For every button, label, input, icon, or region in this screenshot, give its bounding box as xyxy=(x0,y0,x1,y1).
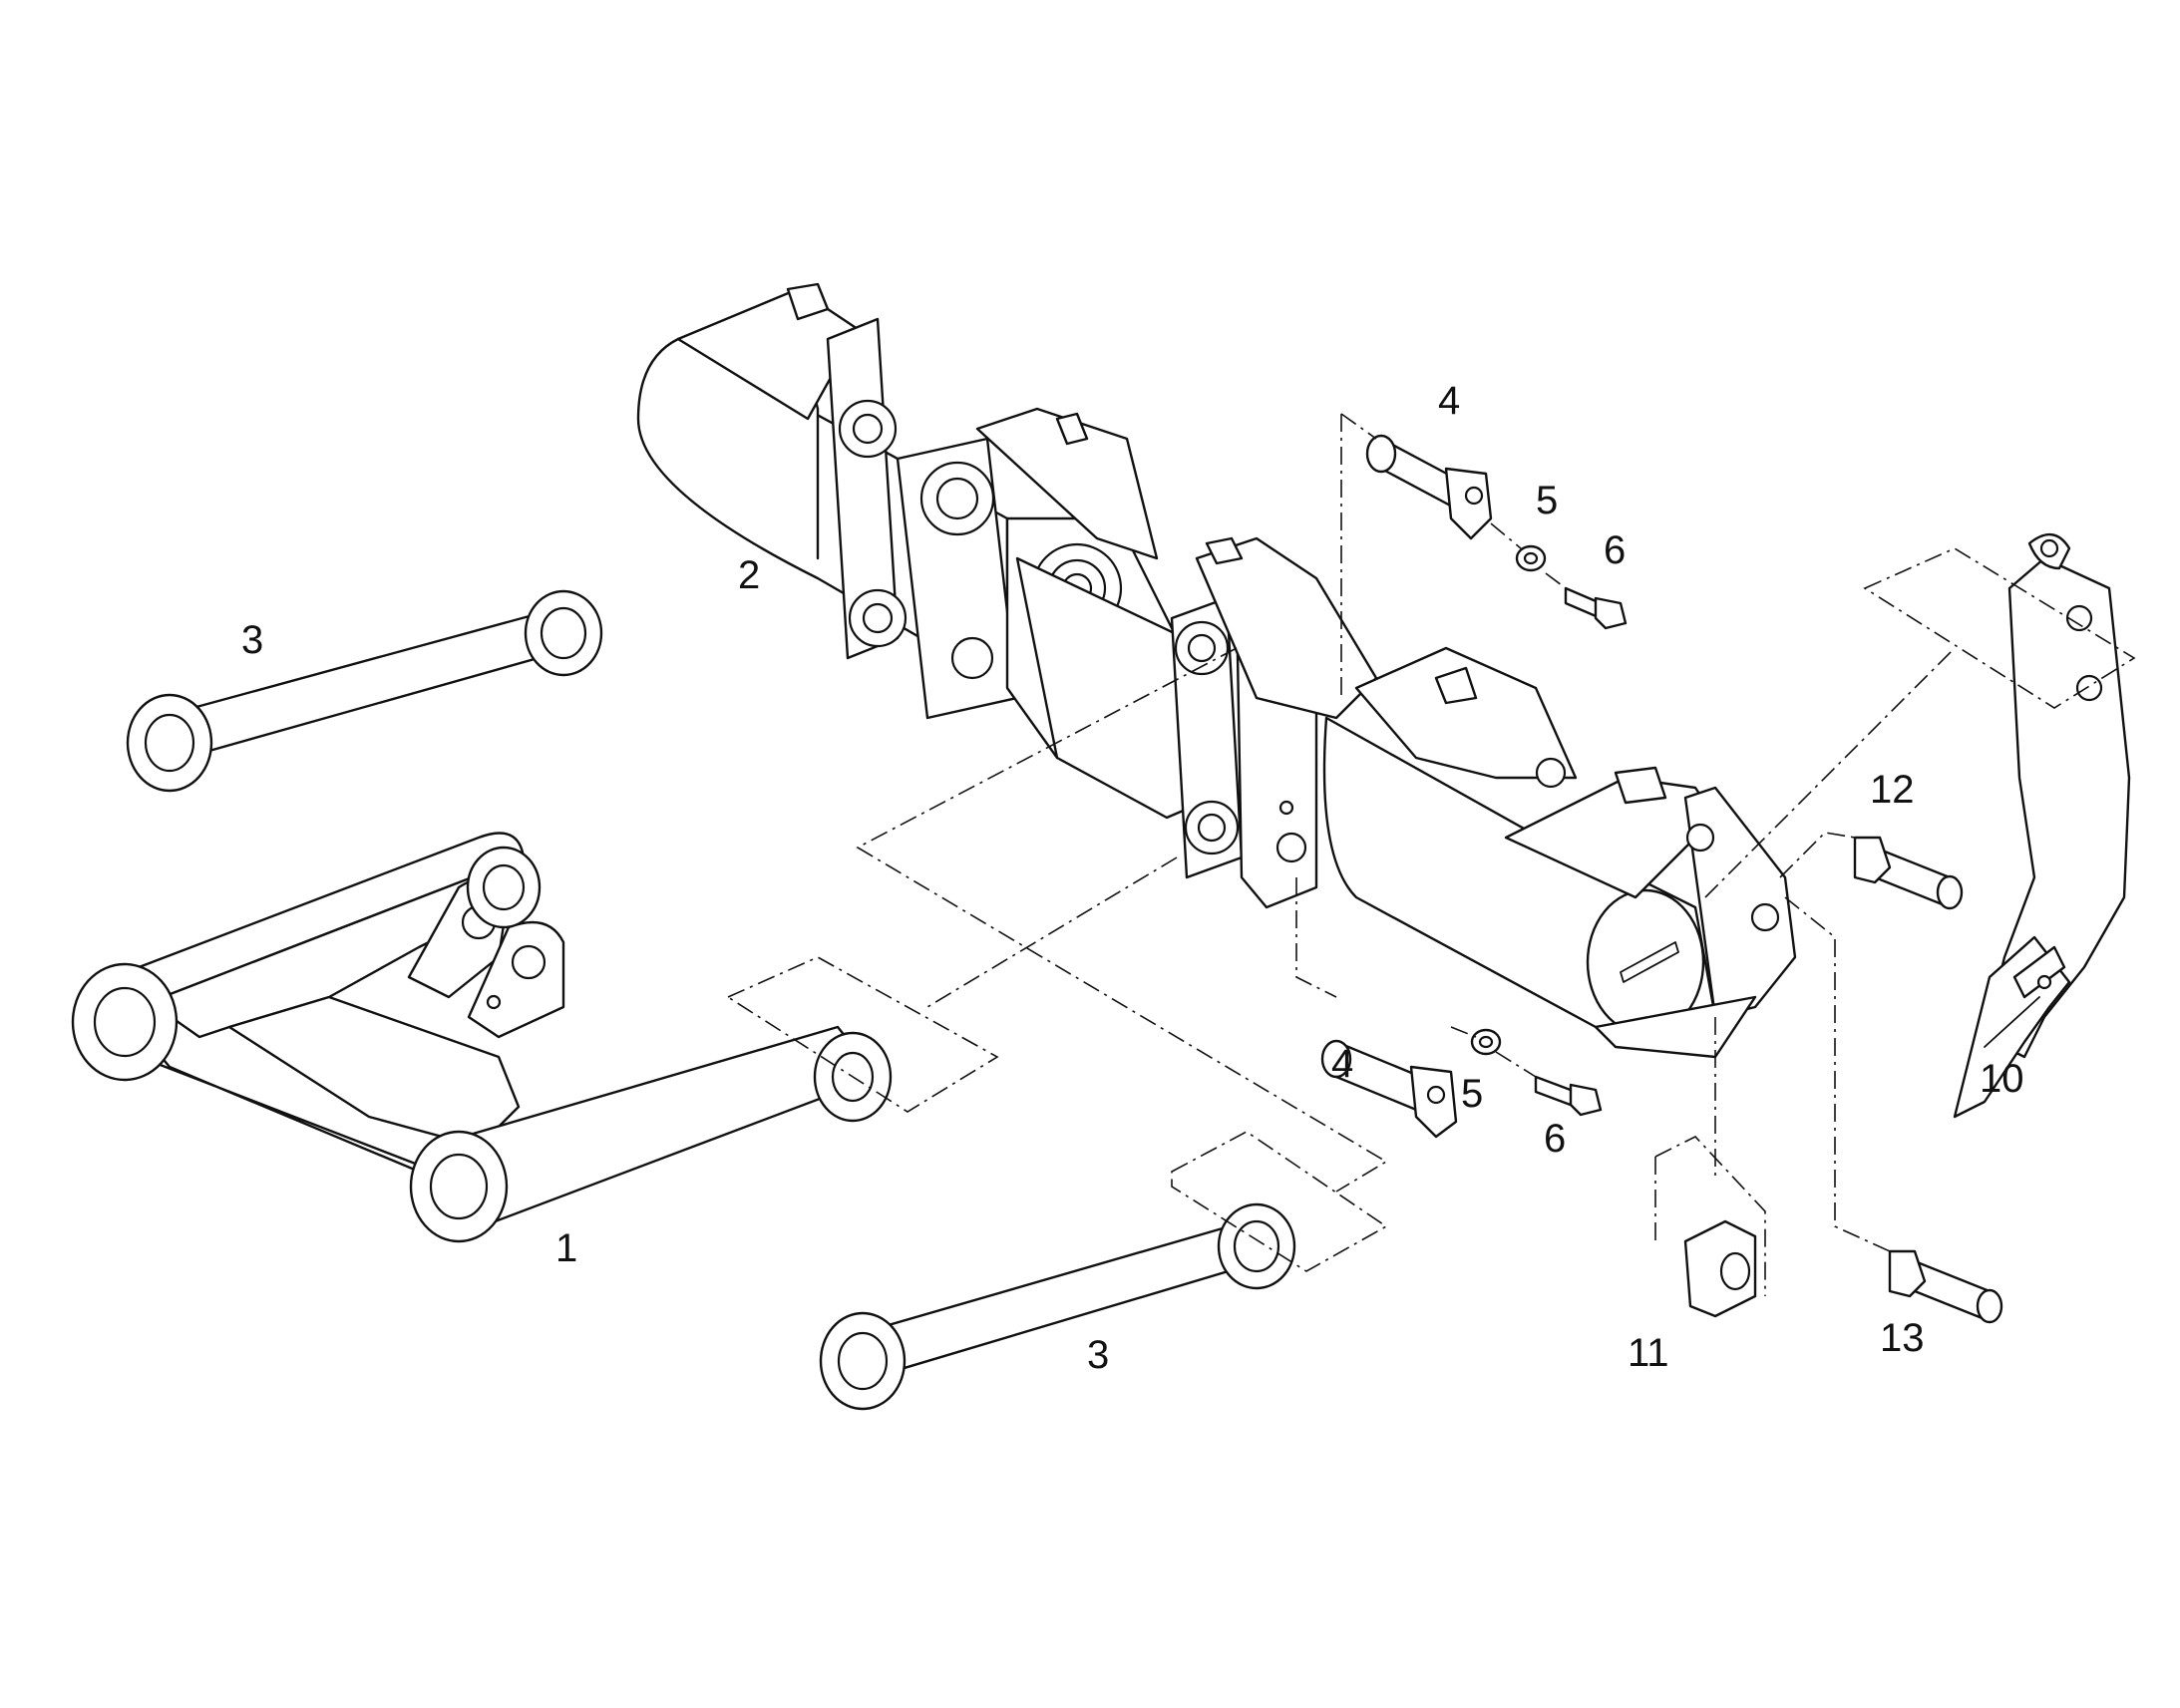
ripper-shank xyxy=(1953,533,2131,1119)
washer-upper xyxy=(1515,544,1547,572)
label-3a: 3 xyxy=(241,618,263,662)
assembly-guide-lines xyxy=(726,413,2136,1296)
equalizer-frame xyxy=(71,832,893,1243)
wear-pad xyxy=(1683,1219,1757,1318)
label-11: 11 xyxy=(1628,1331,1669,1375)
beam-frame-assembly xyxy=(636,282,1797,1059)
link-rod-upper xyxy=(126,589,603,793)
bolt-upper xyxy=(1564,586,1628,630)
label-10: 10 xyxy=(1980,1057,2024,1101)
label-4a: 4 xyxy=(1438,379,1460,423)
label-5b: 5 xyxy=(1461,1072,1483,1116)
label-4b: 4 xyxy=(1331,1042,1353,1086)
callout-labels: 1 2 3 3 4 4 5 5 6 6 10 11 12 13 xyxy=(241,379,2024,1377)
label-13: 13 xyxy=(1880,1316,1925,1360)
label-5a: 5 xyxy=(1536,479,1558,522)
washer-lower xyxy=(1470,1028,1502,1056)
pin-13 xyxy=(1888,1249,2003,1324)
label-2: 2 xyxy=(738,553,760,597)
pin-12 xyxy=(1853,836,1964,910)
bolt-lower xyxy=(1534,1075,1603,1117)
label-1: 1 xyxy=(555,1226,577,1270)
label-6a: 6 xyxy=(1604,528,1626,572)
label-12: 12 xyxy=(1870,768,1915,812)
pin-lower xyxy=(1320,1039,1458,1139)
label-3b: 3 xyxy=(1087,1333,1109,1377)
pin-upper xyxy=(1365,434,1493,540)
label-6b: 6 xyxy=(1544,1117,1566,1161)
link-rod-lower xyxy=(819,1202,1296,1411)
